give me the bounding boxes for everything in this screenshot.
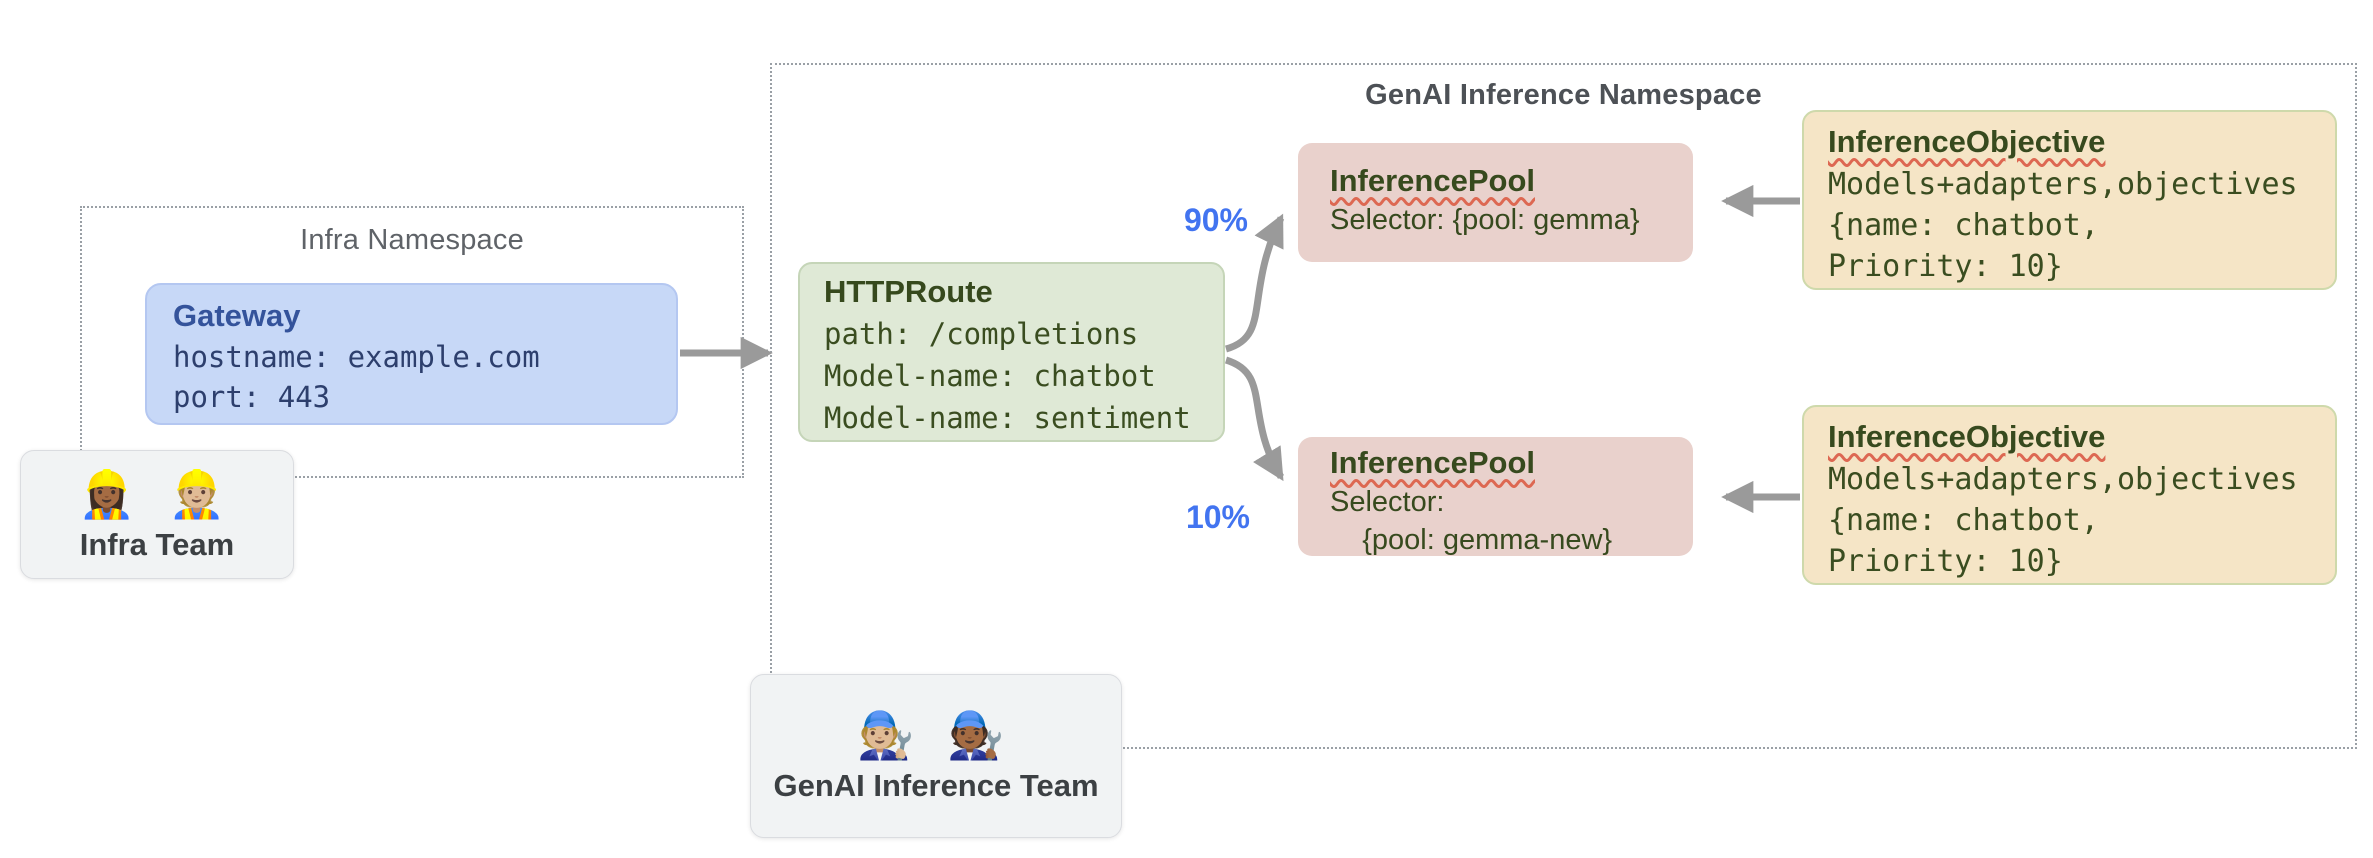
inference-pool-gemma-new-selector-value: {pool: gemma-new} (1330, 524, 1613, 556)
gateway-hostname: hostname: example.com (173, 340, 540, 374)
genai-team-label: GenAI Inference Team (773, 768, 1099, 803)
gateway-port: port: 443 (173, 380, 331, 414)
gateway-card: Gateway hostname: example.com port: 443 (145, 283, 678, 425)
inference-objective-top-line-2: {name: chatbot, (1828, 208, 2099, 243)
inference-pool-gemma-title: InferencePool (1330, 163, 1535, 198)
inference-pool-gemma-new-title: InferencePool (1330, 445, 1535, 480)
inference-objective-bottom-line-1: Models+adapters,objectives (1828, 462, 2298, 497)
genai-namespace-box: GenAI Inference Namespace (770, 63, 2357, 749)
inference-objective-top-card: InferenceObjective Models+adapters,objec… (1802, 110, 2337, 290)
inference-objective-top-title: InferenceObjective (1828, 124, 2106, 159)
genai-inference-team-card: 🧑🏼‍🔧 🧑🏾‍🔧 GenAI Inference Team (750, 674, 1122, 838)
inference-objective-bottom-line-2: {name: chatbot, (1828, 503, 2099, 538)
inference-objective-bottom-title: InferenceObjective (1828, 419, 2106, 454)
infra-namespace-box: Infra Namespace (80, 206, 744, 478)
inference-objective-bottom-card: InferenceObjective Models+adapters,objec… (1802, 405, 2337, 585)
httproute-title: HTTPRoute (824, 274, 993, 309)
inference-pool-gemma-new-selector: Selector: (1330, 486, 1445, 518)
inference-pool-gemma-card: InferencePool Selector: {pool: gemma} (1298, 143, 1693, 262)
inference-objective-top-line-3: Priority: 10} (1828, 249, 2063, 284)
inference-objective-bottom-line-3: Priority: 10} (1828, 544, 2063, 579)
httproute-model-chatbot: Model-name: chatbot (824, 359, 1156, 393)
traffic-split-10-label: 10% (1185, 499, 1250, 535)
infra-namespace-label: Infra Namespace (300, 224, 524, 256)
gateway-title: Gateway (173, 298, 301, 333)
httproute-card: HTTPRoute path: /completions Model-name:… (798, 262, 1225, 442)
infra-team-card: 👷🏾‍♀️ 👷🏼 Infra Team (20, 450, 294, 579)
inference-pool-gemma-selector: Selector: {pool: gemma} (1330, 204, 1640, 236)
genai-namespace-label: GenAI Inference Namespace (1365, 79, 1762, 111)
httproute-model-sentiment: Model-name: sentiment (824, 401, 1191, 435)
inference-pool-gemma-new-card: InferencePool Selector: {pool: gemma-new… (1298, 437, 1693, 556)
mechanic-emojis: 🧑🏼‍🔧 🧑🏾‍🔧 (857, 709, 1015, 761)
inference-objective-top-line-1: Models+adapters,objectives (1828, 167, 2298, 202)
infra-team-label: Infra Team (79, 526, 235, 562)
construction-worker-emojis: 👷🏾‍♀️ 👷🏼 (78, 467, 236, 520)
httproute-path: path: /completions (824, 317, 1139, 351)
traffic-split-90-label: 90% (1183, 202, 1248, 238)
